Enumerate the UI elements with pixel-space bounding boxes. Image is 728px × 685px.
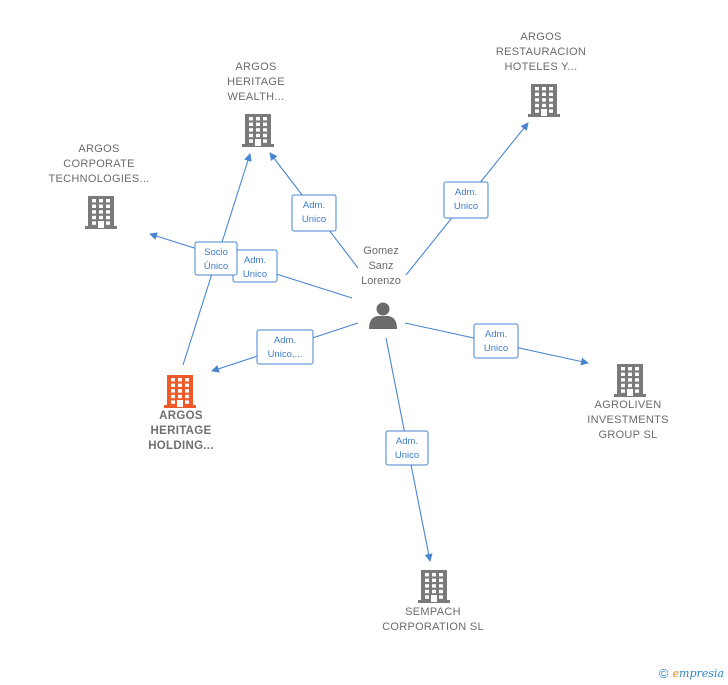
company-node-heritage_holding[interactable]: ARGOS HERITAGE HOLDING... bbox=[148, 375, 214, 452]
company-name-line: CORPORATION SL bbox=[382, 621, 484, 633]
building-icon[interactable] bbox=[85, 196, 117, 229]
company-name-line: AGROLIVEN bbox=[595, 399, 662, 411]
person-name-line: Sanz bbox=[368, 260, 393, 272]
company-name-line: SEMPACH bbox=[405, 606, 461, 618]
company-name-line: ARGOS bbox=[78, 143, 119, 155]
edge-label-text: Unico bbox=[484, 343, 508, 354]
company-name-line: INVESTMENTS bbox=[587, 414, 669, 426]
building-icon[interactable] bbox=[614, 364, 646, 397]
company-name-line: WEALTH... bbox=[228, 91, 285, 103]
company-name-line: HOLDING... bbox=[148, 440, 214, 452]
edge-label-text: Unico bbox=[395, 450, 419, 461]
company-name-line: ARGOS bbox=[235, 61, 276, 73]
empresia-logo[interactable]: empresia bbox=[672, 667, 724, 680]
edge-label-person-to-corporate_tech[interactable]: Adm. Unico bbox=[232, 249, 278, 283]
person-icon bbox=[369, 302, 397, 329]
edge-label-text: Adm. bbox=[303, 200, 325, 211]
edge-label-box bbox=[291, 194, 337, 232]
edge-label-text: Socio bbox=[204, 247, 228, 258]
edge-label-box bbox=[194, 241, 238, 276]
edge-label-text: Adm. bbox=[244, 255, 266, 266]
company-node-corporate_tech[interactable]: ARGOS CORPORATE TECHNOLOGIES... bbox=[48, 143, 149, 229]
company-node-restauracion[interactable]: ARGOS RESTAURACION HOTELES Y... bbox=[496, 31, 586, 117]
edge-label-text: Unico bbox=[243, 269, 267, 280]
company-name-line: HOTELES Y... bbox=[505, 61, 578, 73]
building-icon[interactable] bbox=[418, 570, 450, 603]
edge-label-box bbox=[256, 329, 314, 365]
company-name-line: ARGOS bbox=[520, 31, 561, 43]
company-node-agroliven[interactable]: AGROLIVEN INVESTMENTS GROUP SL bbox=[587, 364, 669, 441]
building-icon[interactable] bbox=[528, 84, 560, 117]
person-name-line: Gomez bbox=[363, 245, 398, 257]
edge-label-text: Adm. bbox=[455, 187, 477, 198]
company-name-line: TECHNOLOGIES... bbox=[48, 173, 149, 185]
company-name-line: GROUP SL bbox=[598, 429, 657, 441]
edge-label-box bbox=[443, 181, 489, 219]
company-name-line: HERITAGE bbox=[227, 76, 285, 88]
edge-label-person-to-restauracion[interactable]: Adm. Unico bbox=[443, 181, 489, 219]
edge-label-text: Unico,... bbox=[268, 349, 303, 360]
edge-label-text: Unico bbox=[454, 201, 478, 212]
edge-label-text: Unico bbox=[302, 214, 326, 225]
edge-label-text: Adm. bbox=[396, 436, 418, 447]
building-icon[interactable] bbox=[164, 375, 196, 408]
company-name-line: ARGOS bbox=[159, 410, 203, 422]
copyright-symbol: © bbox=[658, 666, 669, 681]
edge-label-person-to-agroliven[interactable]: Adm. Unico bbox=[473, 323, 519, 359]
person-name-line: Lorenzo bbox=[361, 275, 401, 287]
company-name-line: HERITAGE bbox=[151, 425, 212, 437]
building-icon[interactable] bbox=[242, 114, 274, 147]
edge-label-person-to-heritage_holding[interactable]: Adm. Unico,... bbox=[256, 329, 314, 365]
company-node-sempach[interactable]: SEMPACH CORPORATION SL bbox=[382, 570, 484, 633]
edge-label-person-to-heritage_wealth[interactable]: Adm. Unico bbox=[291, 194, 337, 232]
edge-label-text: Único bbox=[204, 261, 228, 272]
company-name-line: CORPORATE bbox=[63, 158, 135, 170]
company-name-line: RESTAURACION bbox=[496, 46, 586, 58]
edge-label-box bbox=[473, 323, 519, 359]
edge-label-text: Adm. bbox=[485, 329, 507, 340]
edge-label-text: Adm. bbox=[274, 335, 296, 346]
edge-label-person-to-sempach[interactable]: Adm. Unico bbox=[385, 430, 429, 466]
footer-brand: © empresia bbox=[659, 666, 724, 681]
edge-label-box bbox=[385, 430, 429, 466]
company-node-heritage_wealth[interactable]: ARGOS HERITAGE WEALTH... bbox=[227, 61, 285, 147]
